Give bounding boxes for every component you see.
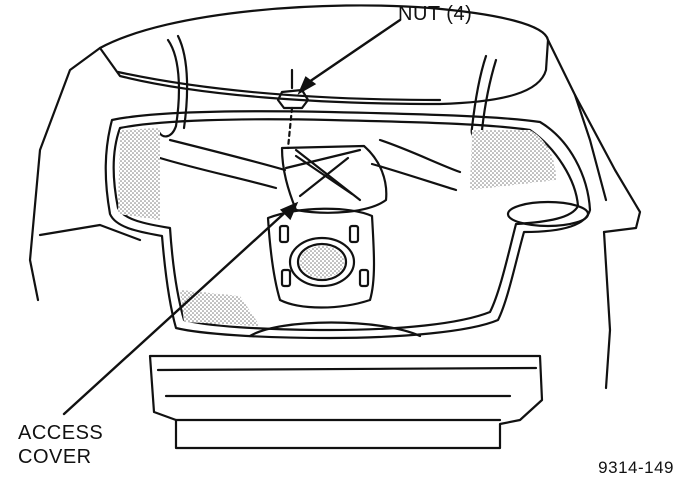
right-pocket xyxy=(506,200,590,228)
floor-hump xyxy=(248,321,422,338)
access-cover-leader xyxy=(62,206,292,416)
access-cover-line-2: COVER xyxy=(18,446,92,468)
stipple-right xyxy=(470,130,556,190)
stipple-pump xyxy=(300,246,344,278)
stipple-left xyxy=(118,128,160,220)
nut-callout: NUT (4) xyxy=(398,3,473,25)
trunk-lid xyxy=(98,4,550,106)
access-cover-line-1: ACCESS xyxy=(18,422,104,444)
stud xyxy=(348,224,360,244)
stipple-floor xyxy=(180,290,260,326)
rear-bumper xyxy=(148,354,544,450)
nut-leader xyxy=(304,18,402,86)
pump-well xyxy=(266,207,376,309)
stud xyxy=(280,268,292,288)
pump-opening xyxy=(288,236,356,288)
stud xyxy=(278,224,290,244)
rear-shelf-left xyxy=(168,138,287,172)
left-quarter-panel xyxy=(28,46,102,302)
lid-inner-edge xyxy=(116,70,442,102)
right-quarter-panel xyxy=(546,38,642,234)
trunk-opening-seal xyxy=(104,110,592,340)
access-cover-plate xyxy=(280,144,388,214)
figure-number: 9314-149 xyxy=(598,458,674,477)
stud xyxy=(358,268,370,288)
access-cover-callout: ACCESS COVER xyxy=(18,421,103,469)
left-hinge xyxy=(156,38,181,138)
rear-shelf-right xyxy=(378,138,462,174)
